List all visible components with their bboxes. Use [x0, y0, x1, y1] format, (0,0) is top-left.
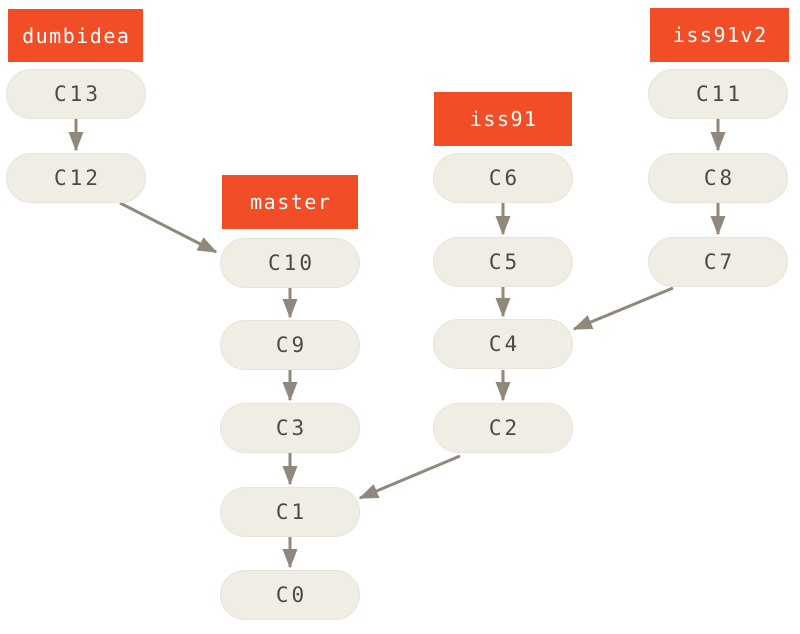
- commit-id-label: C8: [703, 166, 736, 190]
- commit-id-label: C12: [54, 166, 101, 190]
- branch-name-label: iss91: [469, 107, 538, 131]
- commit-id-label: C13: [54, 82, 101, 106]
- commit-id-label: C0: [275, 583, 308, 607]
- commit-node-c8: C8: [648, 153, 788, 203]
- branch-name-label: iss91v2: [672, 23, 768, 47]
- edge-c7-to-c4: [572, 286, 674, 331]
- branch-name-label: dumbidea: [22, 23, 131, 48]
- commit-node-c7: C7: [648, 237, 788, 287]
- commit-node-c5: C5: [433, 237, 573, 287]
- commit-node-c3: C3: [220, 403, 360, 453]
- branch-label-dumbidea: dumbidea: [8, 9, 143, 62]
- commit-node-c13: C13: [6, 69, 146, 119]
- commit-node-c4: C4: [433, 319, 573, 369]
- commit-node-c9: C9: [220, 320, 360, 370]
- commit-node-c2: C2: [433, 403, 573, 453]
- commit-node-c1: C1: [220, 487, 360, 537]
- branch-label-iss91: iss91: [434, 92, 572, 146]
- commit-id-label: C7: [703, 250, 736, 274]
- commit-id-label: C5: [488, 250, 521, 274]
- commit-id-label: C6: [488, 166, 521, 190]
- edge-c12-to-c10: [119, 201, 218, 254]
- edge-c2-to-c1: [358, 454, 461, 500]
- commit-id-label: C2: [488, 416, 521, 440]
- commit-node-c0: C0: [220, 570, 360, 620]
- commit-node-c11: C11: [648, 69, 788, 119]
- commit-node-c10: C10: [220, 238, 360, 288]
- commit-id-label: C9: [275, 333, 308, 357]
- commit-node-c12: C12: [6, 153, 146, 203]
- commit-id-label: C3: [275, 416, 308, 440]
- commit-id-label: C4: [488, 332, 521, 356]
- commit-id-label: C11: [696, 82, 743, 106]
- commit-id-label: C10: [268, 251, 315, 275]
- branch-label-iss91v2: iss91v2: [650, 8, 789, 62]
- branch-name-label: master: [250, 190, 332, 214]
- commit-node-c6: C6: [433, 153, 573, 203]
- commit-id-label: C1: [275, 500, 308, 524]
- branch-label-master: master: [222, 175, 358, 229]
